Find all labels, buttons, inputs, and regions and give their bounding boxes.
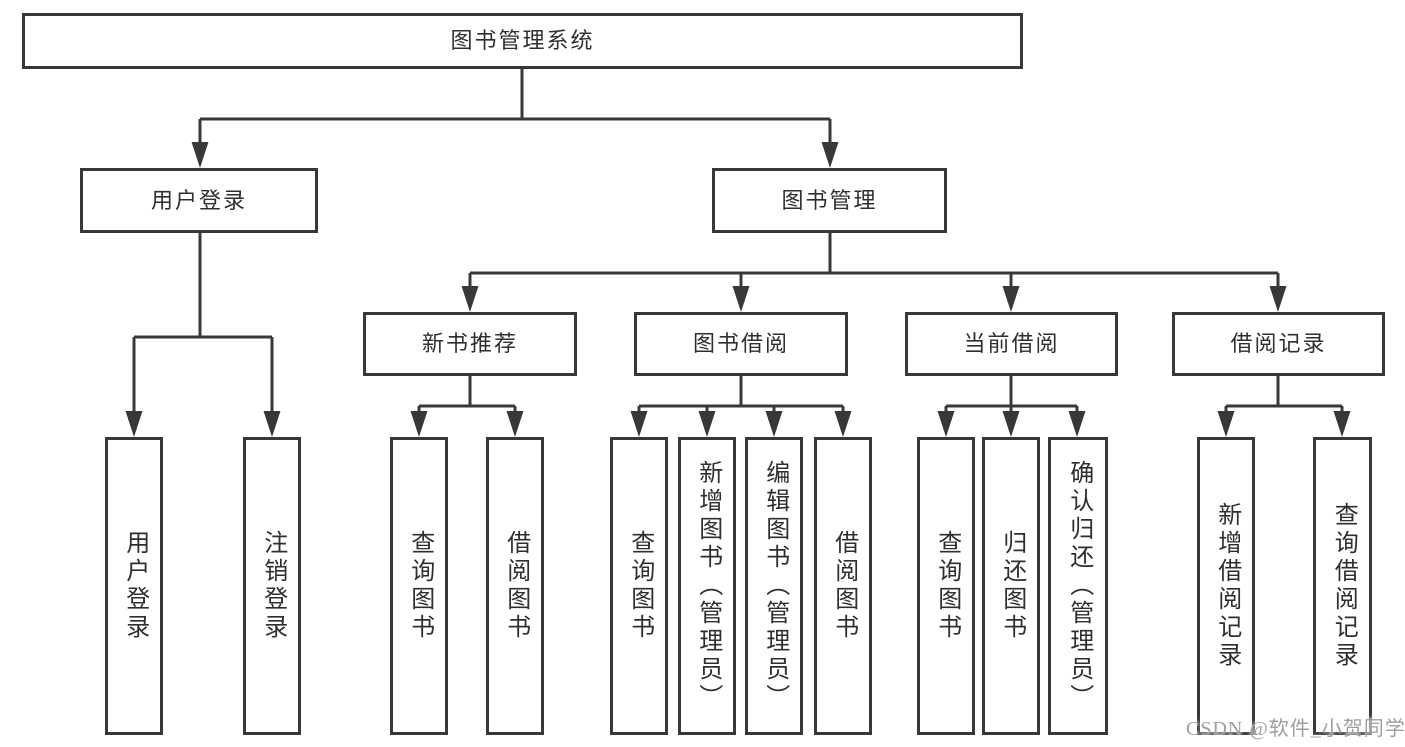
- leaf-label: 借阅图书: [830, 530, 857, 642]
- leaf-label: 编辑图书（管理员）: [761, 460, 788, 712]
- leaf-label: 查询图书: [626, 530, 653, 642]
- leaf-confirm-return-admin: 确认归还（管理员）: [1048, 437, 1108, 735]
- leaf-label: 查询借阅记录: [1330, 502, 1357, 670]
- leaf-label: 用户登录: [121, 530, 148, 642]
- leaf-logout: 注销登录: [243, 437, 301, 735]
- leaf-label: 借阅图书: [502, 530, 529, 642]
- leaf-add-borrow-record: 新增借阅记录: [1197, 437, 1255, 735]
- connector-paths: [132, 69, 1344, 415]
- leaf-user-login: 用户登录: [105, 437, 163, 735]
- leaf-borrow-books: 借阅图书: [814, 437, 872, 735]
- node-user-login: 用户登录: [80, 168, 318, 233]
- node-borrow-records: 借阅记录: [1172, 312, 1385, 376]
- leaf-label: 新增借阅记录: [1213, 502, 1240, 670]
- leaf-query-books-recommend: 查询图书: [390, 437, 448, 735]
- leaf-label: 查询图书: [933, 530, 960, 642]
- leaf-label: 归还图书: [998, 530, 1025, 642]
- leaf-borrow-books-recommend: 借阅图书: [486, 437, 544, 735]
- leaf-edit-books-admin: 编辑图书（管理员）: [745, 437, 803, 735]
- arrowheads: [125, 142, 1351, 437]
- node-current-borrow: 当前借阅: [905, 312, 1118, 376]
- leaf-label: 新增图书（管理员）: [694, 460, 721, 712]
- leaf-label: 注销登录: [259, 530, 286, 642]
- leaf-add-books-admin: 新增图书（管理员）: [678, 437, 736, 735]
- leaf-query-borrow-record: 查询借阅记录: [1313, 437, 1372, 735]
- leaf-return-books: 归还图书: [982, 437, 1040, 735]
- csdn-watermark: CSDN @软件_小贺同学: [1186, 718, 1405, 740]
- node-book-borrow: 图书借阅: [634, 312, 848, 376]
- node-library-system: 图书管理系统: [22, 13, 1023, 69]
- leaf-query-books-borrow: 查询图书: [610, 437, 668, 735]
- leaf-label: 确认归还（管理员）: [1065, 460, 1092, 712]
- node-new-book-recommend: 新书推荐: [363, 312, 577, 376]
- leaf-label: 查询图书: [406, 530, 433, 642]
- leaf-query-books-current: 查询图书: [917, 437, 975, 735]
- node-book-management: 图书管理: [712, 168, 947, 233]
